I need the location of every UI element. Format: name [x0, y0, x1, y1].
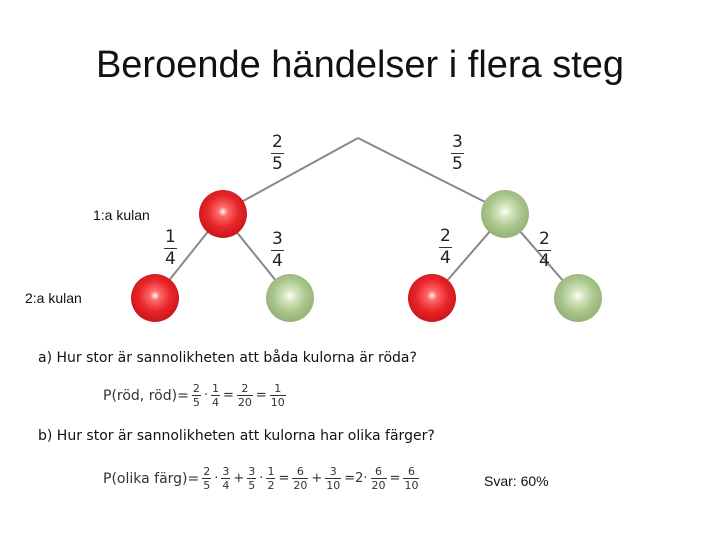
ball-green-red	[408, 274, 456, 322]
equation-b-prefix: P(olika färg)=	[103, 471, 199, 487]
ball-green-green	[554, 274, 602, 322]
equation-a-equals: =	[223, 388, 234, 403]
equation-b-operator: ·	[259, 471, 263, 486]
equation-b-equals: =	[278, 471, 289, 486]
ball-red-level1	[199, 190, 247, 238]
branch-root-green	[358, 138, 505, 212]
answer-label: Svar:	[484, 473, 521, 489]
level2-label: 2:a kulan	[25, 290, 82, 306]
ball-red-red	[131, 274, 179, 322]
equation-a-prefix: P(röd, röd)=	[103, 388, 189, 404]
equation-a-operator: ·	[204, 388, 208, 403]
answer-unit: %	[536, 473, 548, 489]
level1-label: 1:a kulan	[93, 207, 150, 223]
equation-a-equals: =	[256, 388, 267, 403]
answer: Svar: 60%	[484, 473, 549, 489]
ball-red-green	[266, 274, 314, 322]
equation-b-operator: +	[233, 471, 244, 486]
ball-green-level1	[481, 190, 529, 238]
equation-b-equals: =2·	[344, 471, 367, 486]
question-b: b) Hur stor är sannolikheten att kulorna…	[38, 428, 435, 444]
equation-b-equals: =	[390, 471, 401, 486]
equation-b-operator: +	[311, 471, 322, 486]
answer-value: 60	[521, 473, 537, 489]
question-a: a) Hur stor är sannolikheten att båda ku…	[38, 350, 417, 366]
branch-root-red	[223, 138, 358, 212]
equation-b-operator: ·	[214, 471, 218, 486]
